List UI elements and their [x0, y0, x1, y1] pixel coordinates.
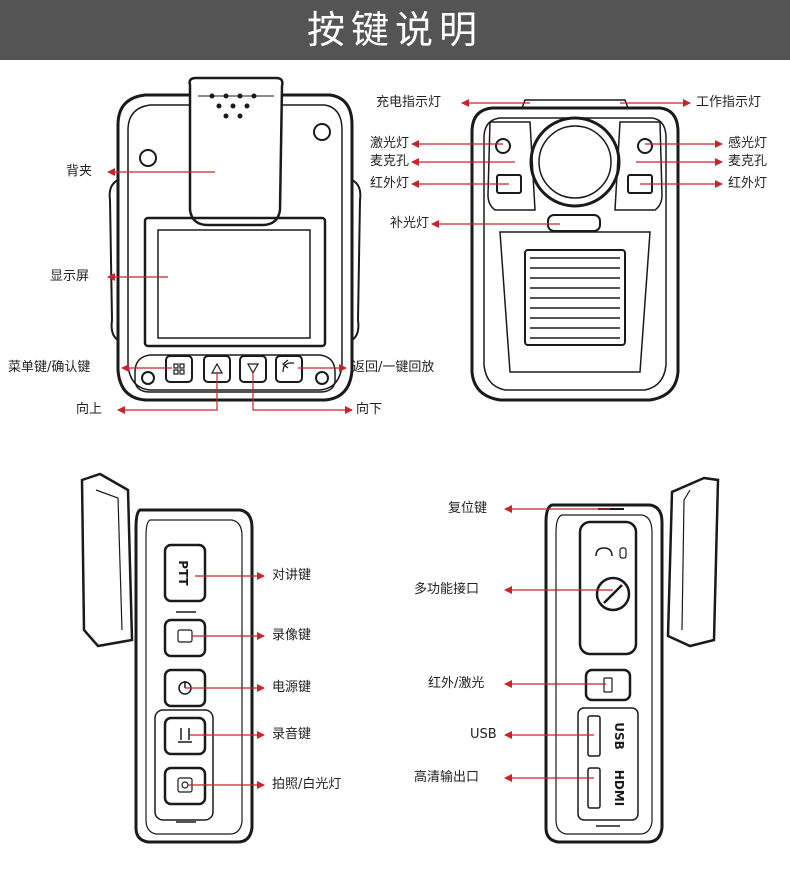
header-bar: 按键说明 [0, 0, 790, 60]
label-multi-port: 多功能接口 [414, 582, 480, 597]
right-side-leaders [504, 505, 613, 782]
label-power: 电源键 [272, 680, 312, 695]
label-ir-right: 红外灯 [728, 176, 768, 191]
usb-mark: USB [612, 722, 626, 750]
label-down: 向下 [356, 402, 383, 417]
label-hdmi-out: 高清输出口 [414, 770, 480, 785]
right-side-device [544, 476, 720, 844]
left-side-device [80, 472, 254, 844]
label-fill-light: 补光灯 [390, 216, 430, 231]
label-record-audio: 录音键 [272, 727, 312, 742]
page-title: 按键说明 [306, 8, 483, 52]
label-usb: USB [470, 727, 497, 742]
label-work-indicator: 工作指示灯 [696, 95, 762, 110]
label-record-video: 录像键 [272, 628, 312, 643]
back-view-device [470, 99, 680, 402]
back-leaders [411, 99, 723, 228]
hdmi-mark: HDMI [612, 770, 626, 806]
left-side-leaders [185, 572, 265, 789]
label-mic-right: 麦克孔 [728, 154, 768, 169]
label-reset: 复位键 [448, 501, 488, 516]
label-screen: 显示屏 [50, 269, 90, 284]
label-light-sensor: 感光灯 [728, 136, 768, 151]
label-ir-laser: 红外/激光 [428, 676, 485, 691]
ptt-mark: PTT [176, 560, 190, 586]
front-view-device [108, 76, 362, 402]
label-back-clip: 背夹 [66, 164, 93, 179]
label-up: 向上 [76, 402, 103, 417]
label-mic-left: 麦克孔 [370, 154, 410, 169]
front-leaders [107, 168, 353, 414]
label-ptt: 对讲键 [272, 568, 312, 583]
label-back-playback: 返回/一键回放 [352, 360, 435, 375]
label-charge-indicator: 充电指示灯 [376, 95, 442, 110]
label-menu-confirm: 菜单键/确认键 [8, 360, 91, 375]
label-ir-left: 红外灯 [370, 176, 410, 191]
label-laser-light: 激光灯 [370, 136, 410, 151]
label-photo-light: 拍照/白光灯 [272, 777, 342, 792]
